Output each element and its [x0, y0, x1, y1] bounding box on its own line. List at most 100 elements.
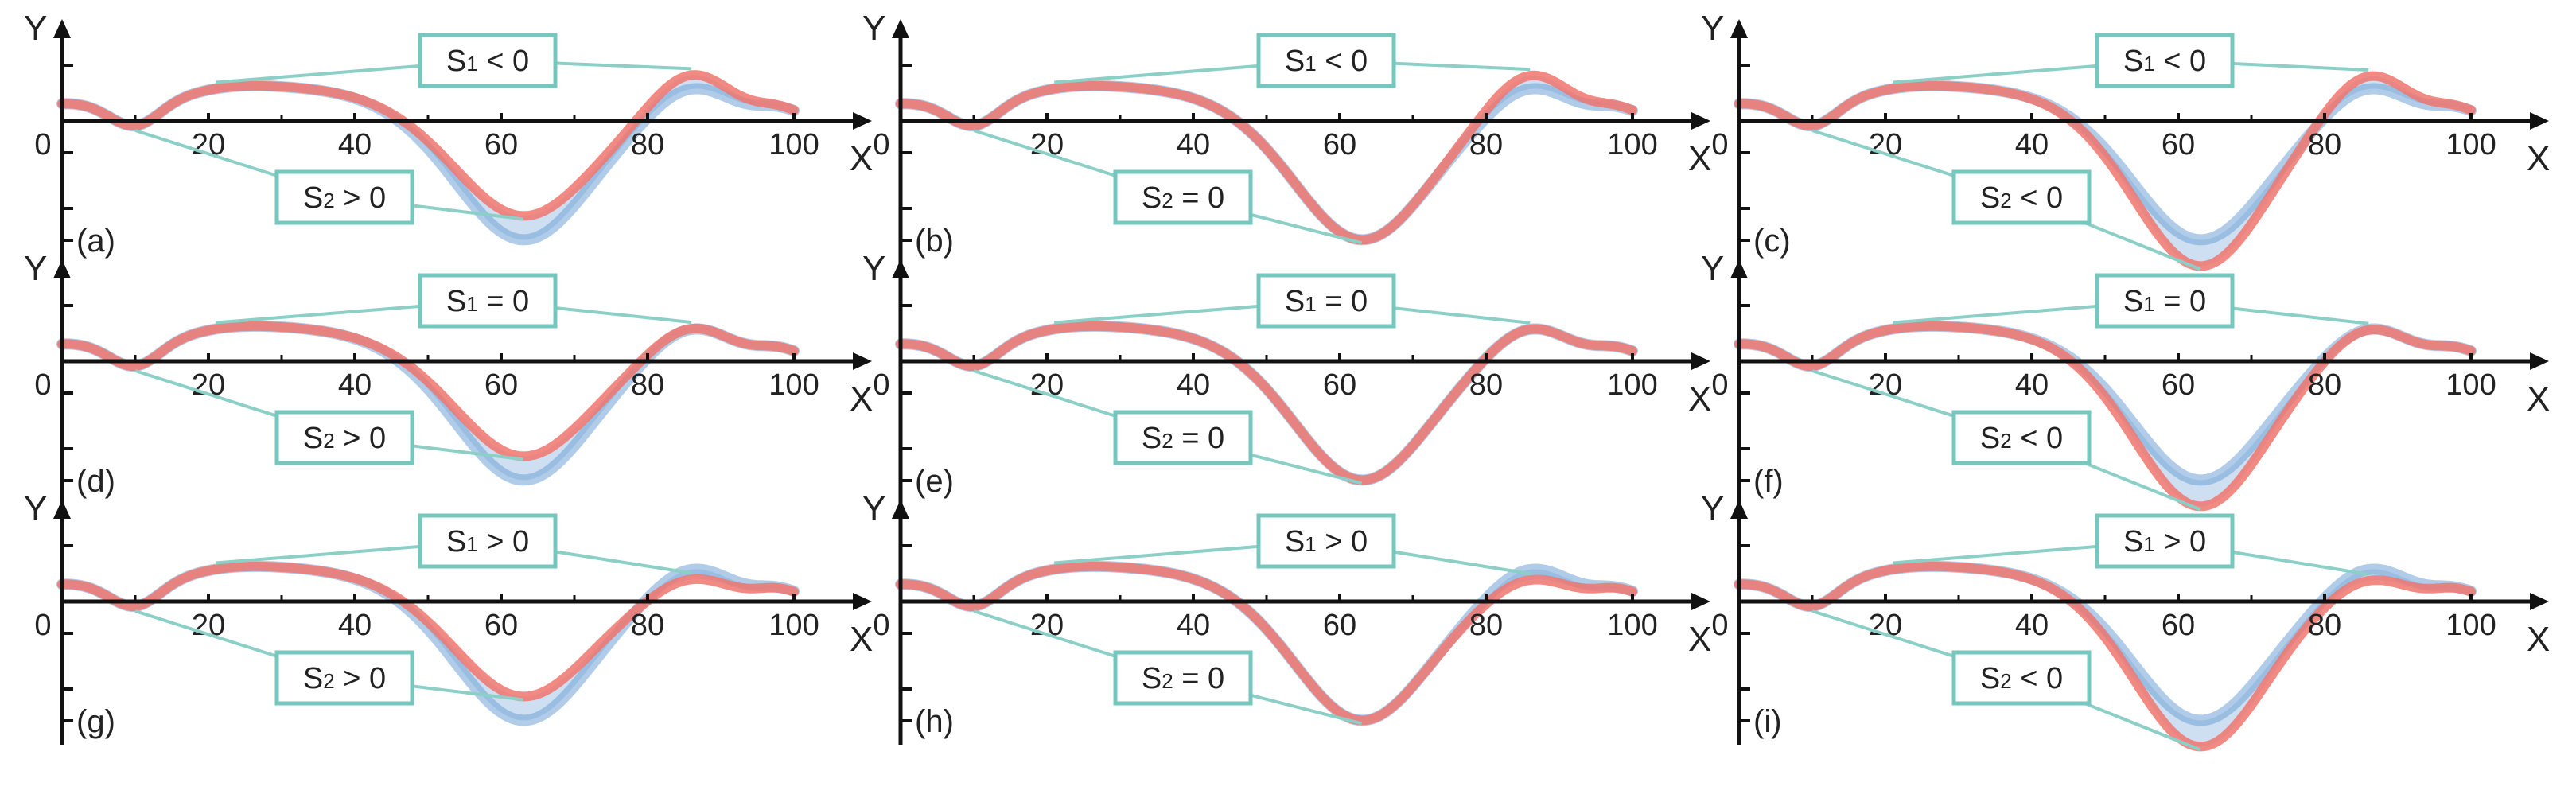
x-axis-arrow-icon	[1691, 352, 1710, 370]
s2-box	[1113, 169, 1253, 225]
s2-box	[1113, 650, 1253, 706]
s2-label: S2 < 0	[1980, 181, 2063, 215]
s2-box	[1951, 650, 2092, 706]
x-tick-label: 60	[1323, 128, 1356, 162]
x-axis-label: X	[1688, 139, 1711, 178]
y-axis-arrow-icon	[1730, 500, 1748, 519]
x-axis-label: X	[850, 620, 873, 659]
x-axis-label: X	[2527, 139, 2550, 178]
x-tick-label: 0	[873, 128, 889, 162]
x-tick-label: 100	[1607, 128, 1657, 162]
x-axis-arrow-icon	[2530, 593, 2549, 610]
compared-curve	[1734, 561, 2476, 752]
x-tick-label: 0	[34, 368, 51, 402]
x-tick-label: 60	[484, 128, 518, 162]
panel-tag: (g)	[76, 704, 115, 739]
y-axis-label: Y	[24, 9, 47, 48]
x-tick-label: 0	[873, 609, 889, 642]
s1-label: S1 < 0	[1285, 45, 1368, 78]
x-tick-label: 40	[1177, 609, 1210, 642]
x-tick-label: 80	[631, 368, 664, 402]
difference-band	[1739, 566, 2471, 747]
x-tick-label: 60	[484, 609, 518, 642]
s1-box	[418, 33, 558, 88]
s1-label: S1 < 0	[446, 45, 529, 78]
x-axis-label: X	[850, 380, 873, 419]
x-tick-label: 60	[1323, 368, 1356, 402]
x-axis-label: X	[1688, 620, 1711, 659]
panel-tag: (e)	[915, 464, 954, 499]
x-tick-label: 80	[2308, 368, 2341, 402]
x-axis-arrow-icon	[853, 112, 872, 130]
s2-box	[274, 650, 414, 706]
x-tick-label: 60	[2162, 368, 2195, 402]
y-axis-arrow-icon	[892, 259, 909, 278]
x-tick-label: 80	[2308, 609, 2341, 642]
x-axis-label: X	[2527, 620, 2550, 659]
panel-tag: (f)	[1753, 464, 1784, 499]
x-tick-label: 80	[1469, 128, 1503, 162]
x-axis-arrow-icon	[2530, 112, 2549, 130]
s1-label: S1 < 0	[2123, 45, 2206, 78]
x-tick-label: 0	[34, 609, 51, 642]
x-tick-label: 100	[2446, 368, 2496, 402]
x-tick-label: 40	[2015, 128, 2049, 162]
panel-tag: (b)	[915, 224, 954, 259]
x-tick-label: 80	[631, 609, 664, 642]
x-axis-arrow-icon	[1691, 593, 1710, 610]
y-axis-label: Y	[24, 249, 47, 288]
s1-box	[1256, 513, 1396, 569]
compared-curve	[57, 70, 799, 221]
x-tick-label: 100	[1607, 368, 1657, 402]
s2-label: S2 > 0	[303, 662, 386, 695]
s1-label: S1 = 0	[446, 285, 529, 318]
x-axis-arrow-icon	[853, 593, 872, 610]
x-axis-arrow-icon	[2530, 352, 2549, 370]
s2-label: S2 > 0	[303, 181, 386, 215]
s2-label: S2 < 0	[1980, 662, 2063, 695]
s1-box	[1256, 33, 1396, 88]
panel-tag: (i)	[1753, 704, 1782, 739]
x-tick-label: 40	[338, 368, 372, 402]
x-tick-label: 60	[1323, 609, 1356, 642]
x-tick-label: 40	[1177, 368, 1210, 402]
s1-label: S1 > 0	[446, 525, 529, 559]
x-tick-label: 100	[2446, 128, 2496, 162]
y-axis-label: Y	[1701, 249, 1724, 288]
x-tick-label: 80	[631, 128, 664, 162]
x-axis-arrow-icon	[1691, 112, 1710, 130]
x-tick-label: 60	[2162, 609, 2195, 642]
s1-box	[418, 513, 558, 569]
s2-box	[1951, 410, 2092, 465]
s2-label: S2 = 0	[1142, 181, 1224, 215]
y-axis-arrow-icon	[892, 500, 909, 519]
x-tick-label: 80	[1469, 368, 1503, 402]
x-tick-label: 100	[1607, 609, 1657, 642]
panel-tag: (h)	[915, 704, 954, 739]
x-axis-arrow-icon	[853, 352, 872, 370]
x-tick-label: 40	[1177, 128, 1210, 162]
s1-label: S1 = 0	[2123, 285, 2206, 318]
s2-label: S2 = 0	[1142, 662, 1224, 695]
s2-box	[274, 410, 414, 465]
y-axis-arrow-icon	[53, 500, 71, 519]
compared-curve	[57, 321, 799, 461]
compared-curve	[896, 70, 1637, 245]
x-axis-label: X	[2527, 380, 2550, 419]
y-axis-arrow-icon	[53, 259, 71, 278]
x-tick-label: 100	[769, 609, 819, 642]
x-tick-label: 80	[2308, 128, 2341, 162]
s2-label: S2 > 0	[303, 422, 386, 455]
x-tick-label: 100	[2446, 609, 2496, 642]
compared-curve	[57, 561, 799, 702]
s1-box	[1256, 273, 1396, 329]
x-tick-label: 0	[1711, 609, 1728, 642]
